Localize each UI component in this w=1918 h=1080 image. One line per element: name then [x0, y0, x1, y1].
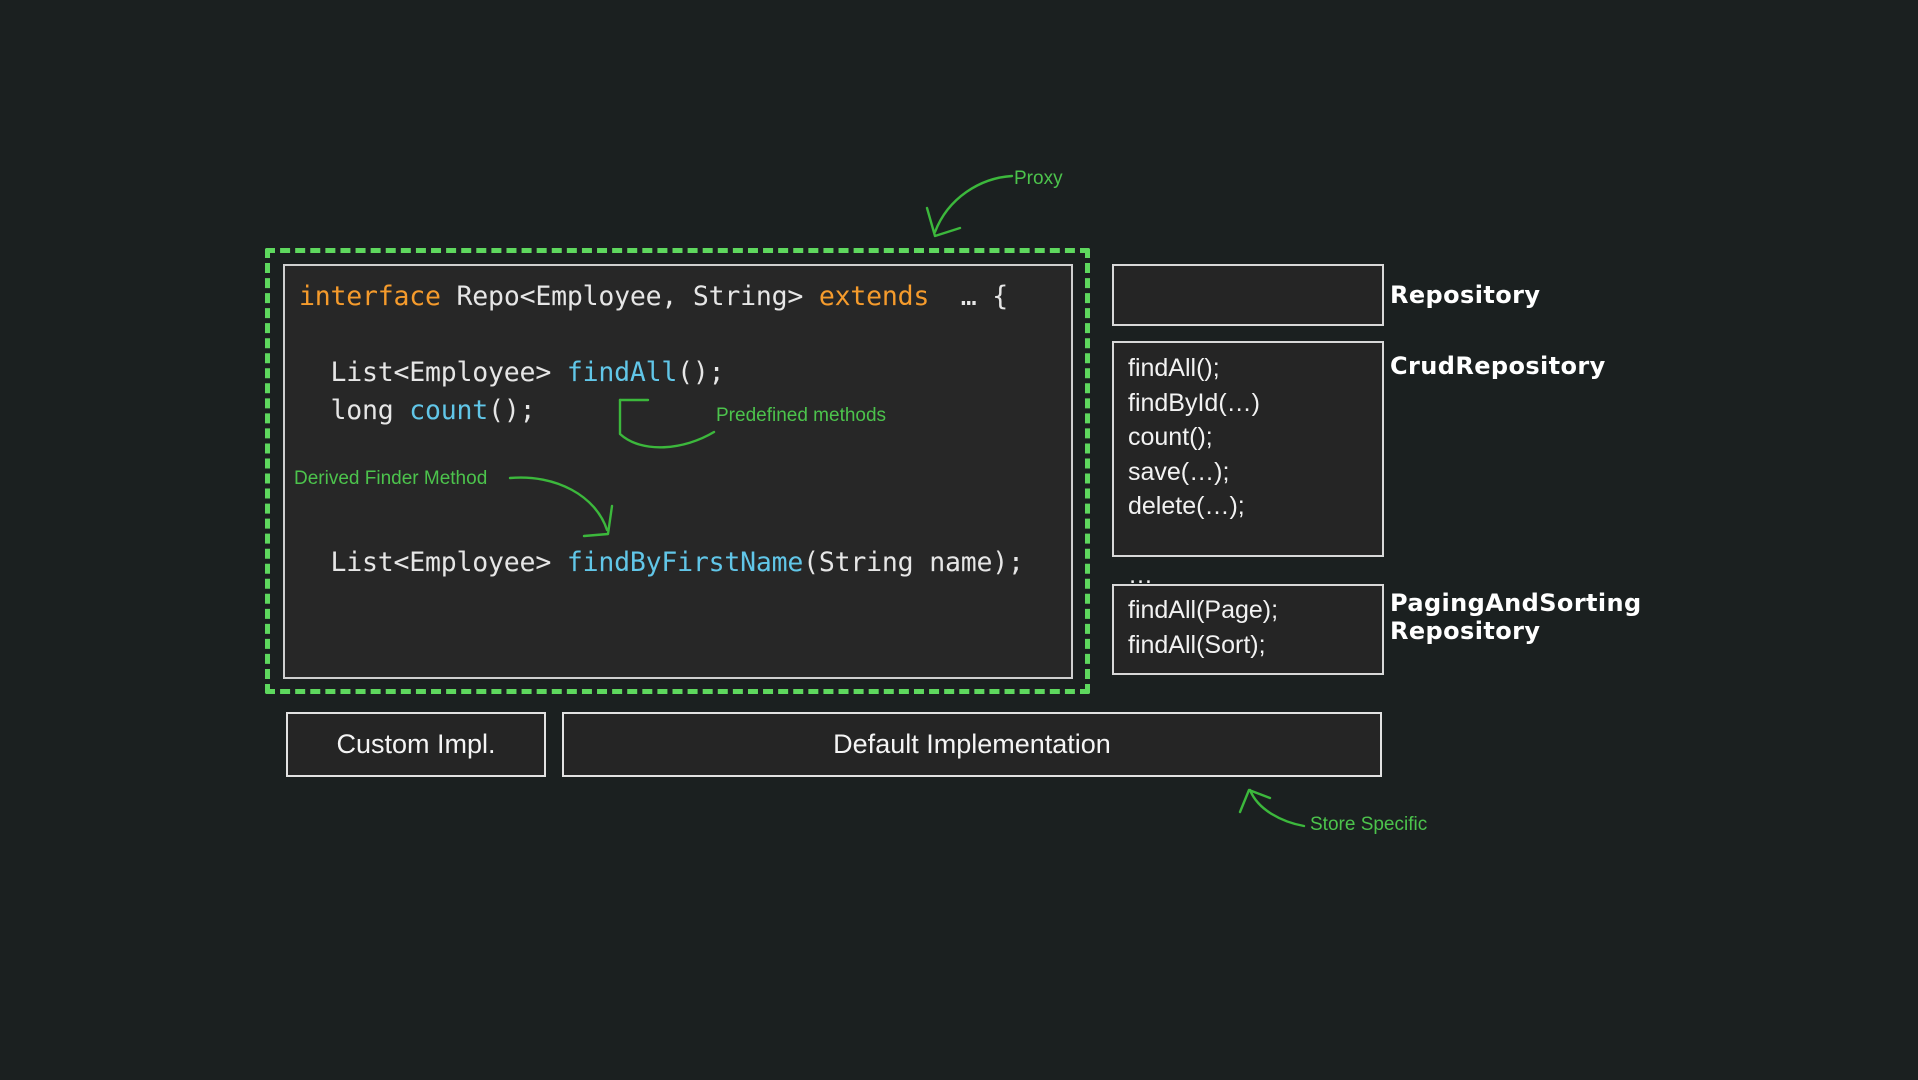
code-findall-suffix: ();	[677, 357, 725, 388]
code-method-findall: findAll	[566, 357, 678, 388]
code-keyword-extends: extends	[818, 281, 930, 312]
code-text: interface Repo<Employee, String> extends…	[299, 278, 1024, 582]
annotation-store-specific: Store Specific	[1310, 814, 1428, 835]
annotation-predefined-methods: Predefined methods	[716, 405, 887, 426]
paging-and-sorting-repository-box: findAll(Page); findAll(Sort);	[1112, 584, 1384, 675]
default-implementation-box: Default Implementation	[562, 712, 1382, 777]
crud-repository-box-methods: findAll(); findById(…) count(); save(…);…	[1128, 354, 1260, 589]
code-method-count: count	[409, 395, 489, 426]
code-findbyfirstname-suffix: (String name);	[803, 547, 1024, 578]
code-keyword-interface: interface	[299, 281, 441, 312]
crud-repository-label: CrudRepository	[1390, 352, 1606, 380]
code-findall-prefix: List<Employee>	[299, 357, 567, 388]
repository-label: Repository	[1390, 281, 1541, 309]
code-count-suffix: ();	[488, 395, 536, 426]
annotation-proxy: Proxy	[1014, 168, 1063, 189]
proxy-boundary	[265, 248, 1090, 694]
code-signature-tail: … {	[929, 281, 1008, 312]
code-method-findbyfirstname: findByFirstName	[566, 547, 804, 578]
default-implementation-label: Default Implementation	[833, 729, 1111, 759]
annotation-derived-finder-method: Derived Finder Method	[294, 468, 488, 489]
paging-and-sorting-repository-label: PagingAndSorting Repository	[1390, 589, 1642, 645]
custom-impl-box: Custom Impl.	[286, 712, 546, 777]
paging-and-sorting-box-methods: findAll(Page); findAll(Sort);	[1128, 596, 1279, 659]
code-count-prefix: long	[299, 395, 410, 426]
crud-repository-box: findAll(); findById(…) count(); save(…);…	[1112, 341, 1384, 589]
code-findbyfirstname-prefix: List<Employee>	[299, 547, 567, 578]
code-signature-middle: Repo<Employee, String>	[440, 281, 819, 312]
custom-impl-label: Custom Impl.	[336, 729, 496, 759]
code-panel: interface Repo<Employee, String> extends…	[283, 264, 1073, 679]
repository-box	[1112, 264, 1384, 326]
